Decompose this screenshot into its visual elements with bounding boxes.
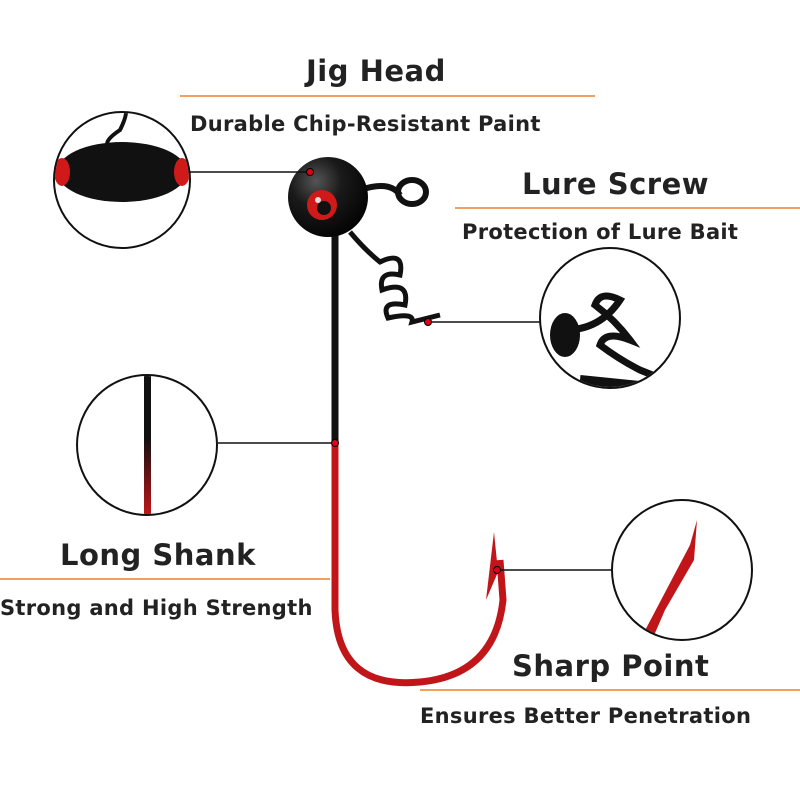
sharp-point-title: Sharp Point <box>512 649 710 683</box>
jig-head-detail-circle <box>53 111 191 249</box>
jig-head-subtitle: Durable Chip-Resistant Paint <box>190 112 541 136</box>
sharp-point-detail-circle <box>611 499 753 641</box>
long-shank-marker <box>331 439 339 447</box>
sharp-point-marker <box>493 566 501 574</box>
hook <box>288 157 507 687</box>
jig-head-title: Jig Head <box>306 54 446 88</box>
long-shank-detail-circle <box>76 374 218 516</box>
lure-screw-subtitle: Protection of Lure Bait <box>462 220 739 244</box>
lure-screw-marker <box>424 318 432 326</box>
lure-screw-title: Lure Screw <box>522 167 710 201</box>
jig-head-marker <box>306 168 314 176</box>
long-shank-subtitle: Strong and High Strength <box>0 596 313 620</box>
lure-screw-detail-circle <box>539 247 681 389</box>
long-shank-title: Long Shank <box>60 538 256 572</box>
sharp-point-subtitle: Ensures Better Penetration <box>420 704 752 728</box>
